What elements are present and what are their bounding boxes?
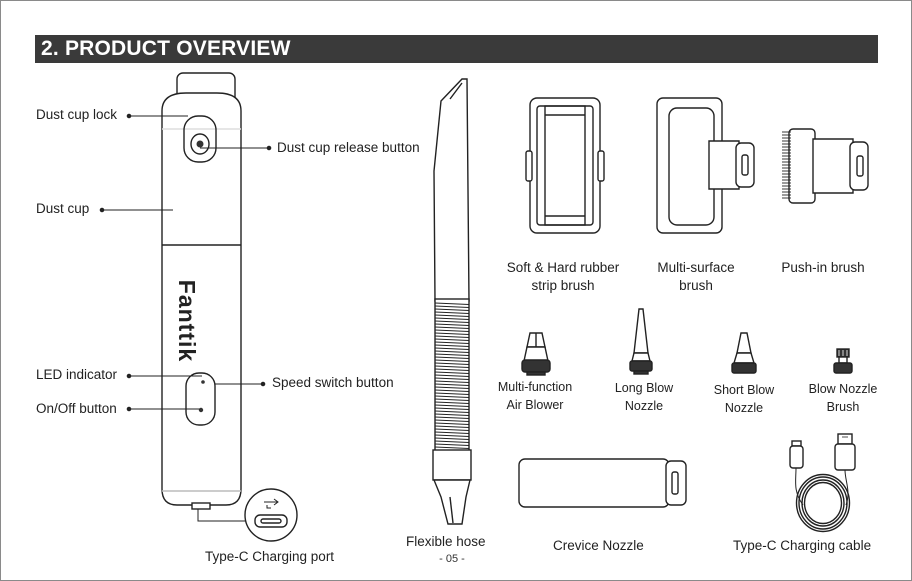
- push-in-brush-illustration: [782, 128, 869, 204]
- brand-logo: Fanttik: [174, 279, 200, 363]
- air-blower-illustration: [521, 332, 551, 376]
- label-air-blower: Multi-function Air Blower: [497, 380, 573, 412]
- label-long-blow-nozzle: Long Blow Nozzle: [614, 381, 674, 413]
- label-soft-hard-brush: Soft & Hard rubber strip brush: [506, 260, 620, 293]
- label-crevice-nozzle: Crevice Nozzle: [553, 538, 644, 553]
- section-header: 2. PRODUCT OVERVIEW: [35, 35, 878, 63]
- blow-nozzle-brush-illustration: [833, 348, 853, 374]
- label-dust-cup-release-button: Dust cup release button: [277, 140, 420, 155]
- page-number: - 05 -: [439, 553, 465, 565]
- long-blow-nozzle-illustration: [629, 308, 653, 375]
- usb-c-port-icon: [244, 488, 298, 542]
- label-blow-nozzle-brush: Blow Nozzle Brush: [808, 382, 878, 414]
- label-dust-cup-lock: Dust cup lock: [36, 107, 118, 122]
- multi-surface-brush-illustration: [656, 97, 755, 234]
- crevice-nozzle-illustration: [518, 458, 687, 508]
- vacuum-illustration: [161, 72, 242, 510]
- label-short-blow-nozzle: Short Blow Nozzle: [713, 383, 775, 415]
- section-title: 2. PRODUCT OVERVIEW: [41, 37, 291, 60]
- soft-hard-brush-illustration: [525, 97, 605, 234]
- short-blow-nozzle-illustration: [731, 332, 757, 374]
- charging-cable-illustration: [789, 433, 856, 533]
- label-speed-switch-button: Speed switch button: [272, 375, 394, 390]
- label-dust-cup: Dust cup: [36, 201, 90, 216]
- label-type-c-charging-cable: Type-C Charging cable: [733, 538, 872, 553]
- label-on-off-button: On/Off button: [36, 401, 117, 416]
- label-multi-surface-brush: Multi-surface brush: [657, 260, 735, 293]
- label-flexible-hose: Flexible hose: [406, 534, 486, 549]
- label-led-indicator: LED indicator: [36, 367, 118, 382]
- label-push-in-brush: Push-in brush: [781, 260, 865, 275]
- label-type-c-charging-port: Type-C Charging port: [205, 549, 335, 564]
- flexible-hose-illustration: [432, 78, 472, 525]
